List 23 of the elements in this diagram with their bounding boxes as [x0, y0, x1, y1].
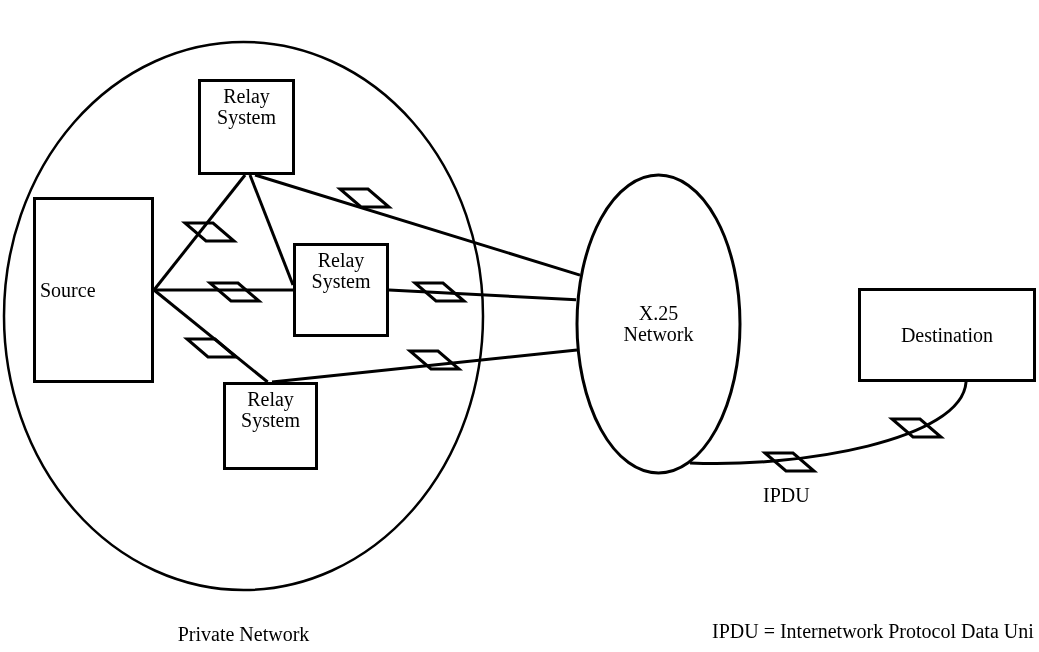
- link-line: [152, 174, 247, 291]
- abbreviation-note: IPDU = Internetwork Protocol Data Uni: [712, 619, 1034, 644]
- link-line: [248, 174, 295, 286]
- node-label: Private Network: [177, 624, 310, 645]
- packet-label: IPDU: [763, 483, 810, 508]
- link-line: [153, 288, 269, 384]
- system-box: [293, 243, 389, 337]
- system-box: [223, 382, 318, 470]
- node-label: Destination: [900, 324, 994, 346]
- system-box: [33, 197, 154, 383]
- node-label: Relay System: [310, 250, 372, 292]
- node-label: Source: [40, 279, 96, 301]
- system-box: [198, 79, 295, 175]
- node-label: X.25 Network: [622, 303, 695, 345]
- link-line: [154, 288, 293, 292]
- link-line: [271, 348, 578, 384]
- node-label: Relay System: [240, 389, 301, 431]
- node-label: Relay System: [216, 86, 277, 128]
- system-box: [858, 288, 1036, 382]
- link-line: [690, 381, 968, 465]
- network-ellipse: [575, 173, 742, 475]
- link-line: [388, 288, 577, 302]
- link-line: [254, 173, 581, 277]
